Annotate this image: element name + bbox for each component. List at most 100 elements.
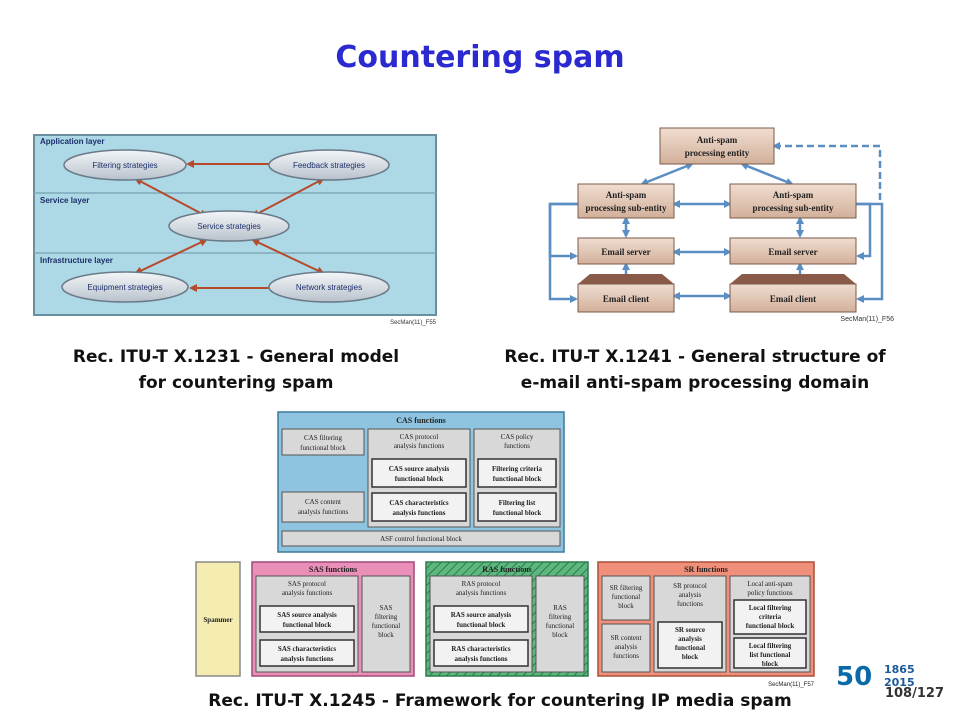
llist-l1: Local filtering <box>749 642 792 650</box>
sr-source-block <box>657 621 723 669</box>
ras-charac-l1: RAS characteristics <box>451 645 511 653</box>
asf-label: ASF control functional block <box>380 535 462 543</box>
list-l1: Filtering list <box>499 499 536 507</box>
sub-entity-label-line1: Anti-spam <box>773 190 814 200</box>
sr-content-block <box>601 623 651 673</box>
sas-filtering-block <box>361 575 411 673</box>
ras-characteristics-block <box>433 639 529 667</box>
sr-title: SR functions <box>684 565 728 574</box>
sas-source-l2: functional block <box>283 621 332 629</box>
figure-reference: SecMan(11)_F56 <box>840 316 894 323</box>
infrastructure-layer-label: Infrastructure layer <box>40 256 113 265</box>
equipment-strategies-node <box>61 271 189 303</box>
diagram-x1231: Application layer Service layer Infrastr… <box>33 134 437 326</box>
arrow <box>740 162 794 186</box>
arrow <box>134 178 208 217</box>
cas-content-l1: CAS content <box>305 498 341 506</box>
figure-reference: SecMan(11)_F57 <box>768 682 815 688</box>
application-layer-label: Application layer <box>40 137 104 146</box>
cas-charac-l2: analysis functions <box>392 509 445 517</box>
ras-charac-l2: analysis functions <box>454 655 507 663</box>
cas-protocol-l1: CAS protocol <box>400 433 439 441</box>
ras-source-l1: RAS source analysis <box>451 611 512 619</box>
email-client-right-top <box>730 274 856 284</box>
llist-l3: block <box>762 660 778 668</box>
cas-source-l2: functional block <box>395 475 444 483</box>
sas-filter-l2: filtering <box>375 613 398 621</box>
entity-label-line1: Anti-spam <box>697 135 738 145</box>
year-end: 2015 <box>884 675 915 689</box>
network-strategies-node <box>268 271 390 303</box>
service-strategies-label: Service strategies <box>197 222 261 231</box>
sas-title: SAS functions <box>309 565 357 574</box>
list-l2: functional block <box>493 509 542 517</box>
sr-source-l4: block <box>682 653 698 661</box>
cas-filtering-l2: functional block <box>300 444 346 452</box>
sr-source-l3: functional <box>675 644 705 652</box>
network-strategies-label: Network strategies <box>296 283 362 292</box>
sr-filtering-l3: block <box>618 602 634 610</box>
local-filtering-criteria-block <box>733 599 807 635</box>
caption-x1231-line2: for countering spam <box>138 373 334 394</box>
page-title: Countering spam <box>335 40 625 75</box>
email-server-label: Email server <box>601 247 650 257</box>
cas-content-block <box>281 491 365 523</box>
caption-x1241-line2: e-mail anti-spam processing domain <box>520 373 870 394</box>
service-strategies-node <box>168 210 290 242</box>
spammer-block <box>195 561 241 677</box>
arrow <box>251 238 325 275</box>
anti-spam-sub-entity-left <box>577 183 675 219</box>
sr-content-l1: SR content <box>611 634 642 642</box>
sr-local-l2: policy functions <box>747 589 793 597</box>
criteria-l2: functional block <box>493 475 542 483</box>
arrow <box>548 202 578 303</box>
lcriteria-l1: Local filtering <box>749 604 792 612</box>
sas-charac-l2: analysis functions <box>280 655 333 663</box>
itu-50-logo: 50 <box>836 662 873 692</box>
email-server-right <box>729 237 857 265</box>
arrow <box>548 202 578 260</box>
page-number: 108/127 <box>884 686 944 701</box>
sr-content-l2: analysis <box>615 643 638 651</box>
cas-policy-l2: functions <box>504 442 530 450</box>
ras-source-analysis-block <box>433 605 529 633</box>
ras-filter-l2: filtering <box>549 613 572 621</box>
anti-spam-processing-entity <box>659 127 775 165</box>
llist-l2: list functional <box>749 651 790 659</box>
spammer-label: Spammer <box>203 616 232 624</box>
cas-filtering-l1: CAS filtering <box>304 434 342 442</box>
sas-charac-l1: SAS characteristics <box>278 645 336 653</box>
sas-filter-l3: functional <box>372 622 400 630</box>
dashed-arrow <box>772 142 882 182</box>
sas-protocol-l2: analysis functions <box>282 589 333 597</box>
diagram-x1245: CAS functions CAS filtering functional b… <box>195 411 815 688</box>
sr-content-l3: functions <box>613 652 639 660</box>
cas-title: CAS functions <box>396 416 446 425</box>
email-client-label: Email client <box>770 294 816 304</box>
ras-protocol-l2: analysis functions <box>456 589 507 597</box>
sas-characteristics-block <box>259 639 355 667</box>
entity-label-line2: processing entity <box>685 148 750 158</box>
sas-protocol-l1: SAS protocol <box>288 580 326 588</box>
ras-filter-l3: functional <box>546 622 574 630</box>
filtering-list-block <box>477 492 557 522</box>
feedback-strategies-node <box>268 149 390 181</box>
sr-source-l1: SR source <box>675 626 705 634</box>
caption-x1245: Rec. ITU-T X.1245 - Framework for counte… <box>208 691 792 711</box>
anti-spam-sub-entity-right <box>729 183 857 219</box>
service-layer-label: Service layer <box>40 196 89 205</box>
lcriteria-l2: criteria <box>759 613 782 621</box>
ras-filtering-block <box>535 575 585 673</box>
caption-x1231-line1: Rec. ITU-T X.1231 - General model <box>72 347 400 367</box>
sub-entity-label-line2: processing sub-entity <box>585 203 667 213</box>
filtering-criteria-block <box>477 458 557 488</box>
cas-charac-l1: CAS characteristics <box>389 499 449 507</box>
sr-protocol-l1: SR protocol <box>673 582 707 590</box>
diagram-x1241: Anti-spam processing entity Anti-spam pr… <box>548 127 894 323</box>
itu-anniversary-years: 1865 2015 <box>884 663 915 689</box>
criteria-l1: Filtering criteria <box>492 465 542 473</box>
arrow <box>856 202 872 260</box>
caption-x1231: Rec. ITU-T X.1231 - General model for co… <box>40 344 432 397</box>
email-client-left-top <box>578 274 674 284</box>
local-filtering-list-block <box>733 637 807 669</box>
